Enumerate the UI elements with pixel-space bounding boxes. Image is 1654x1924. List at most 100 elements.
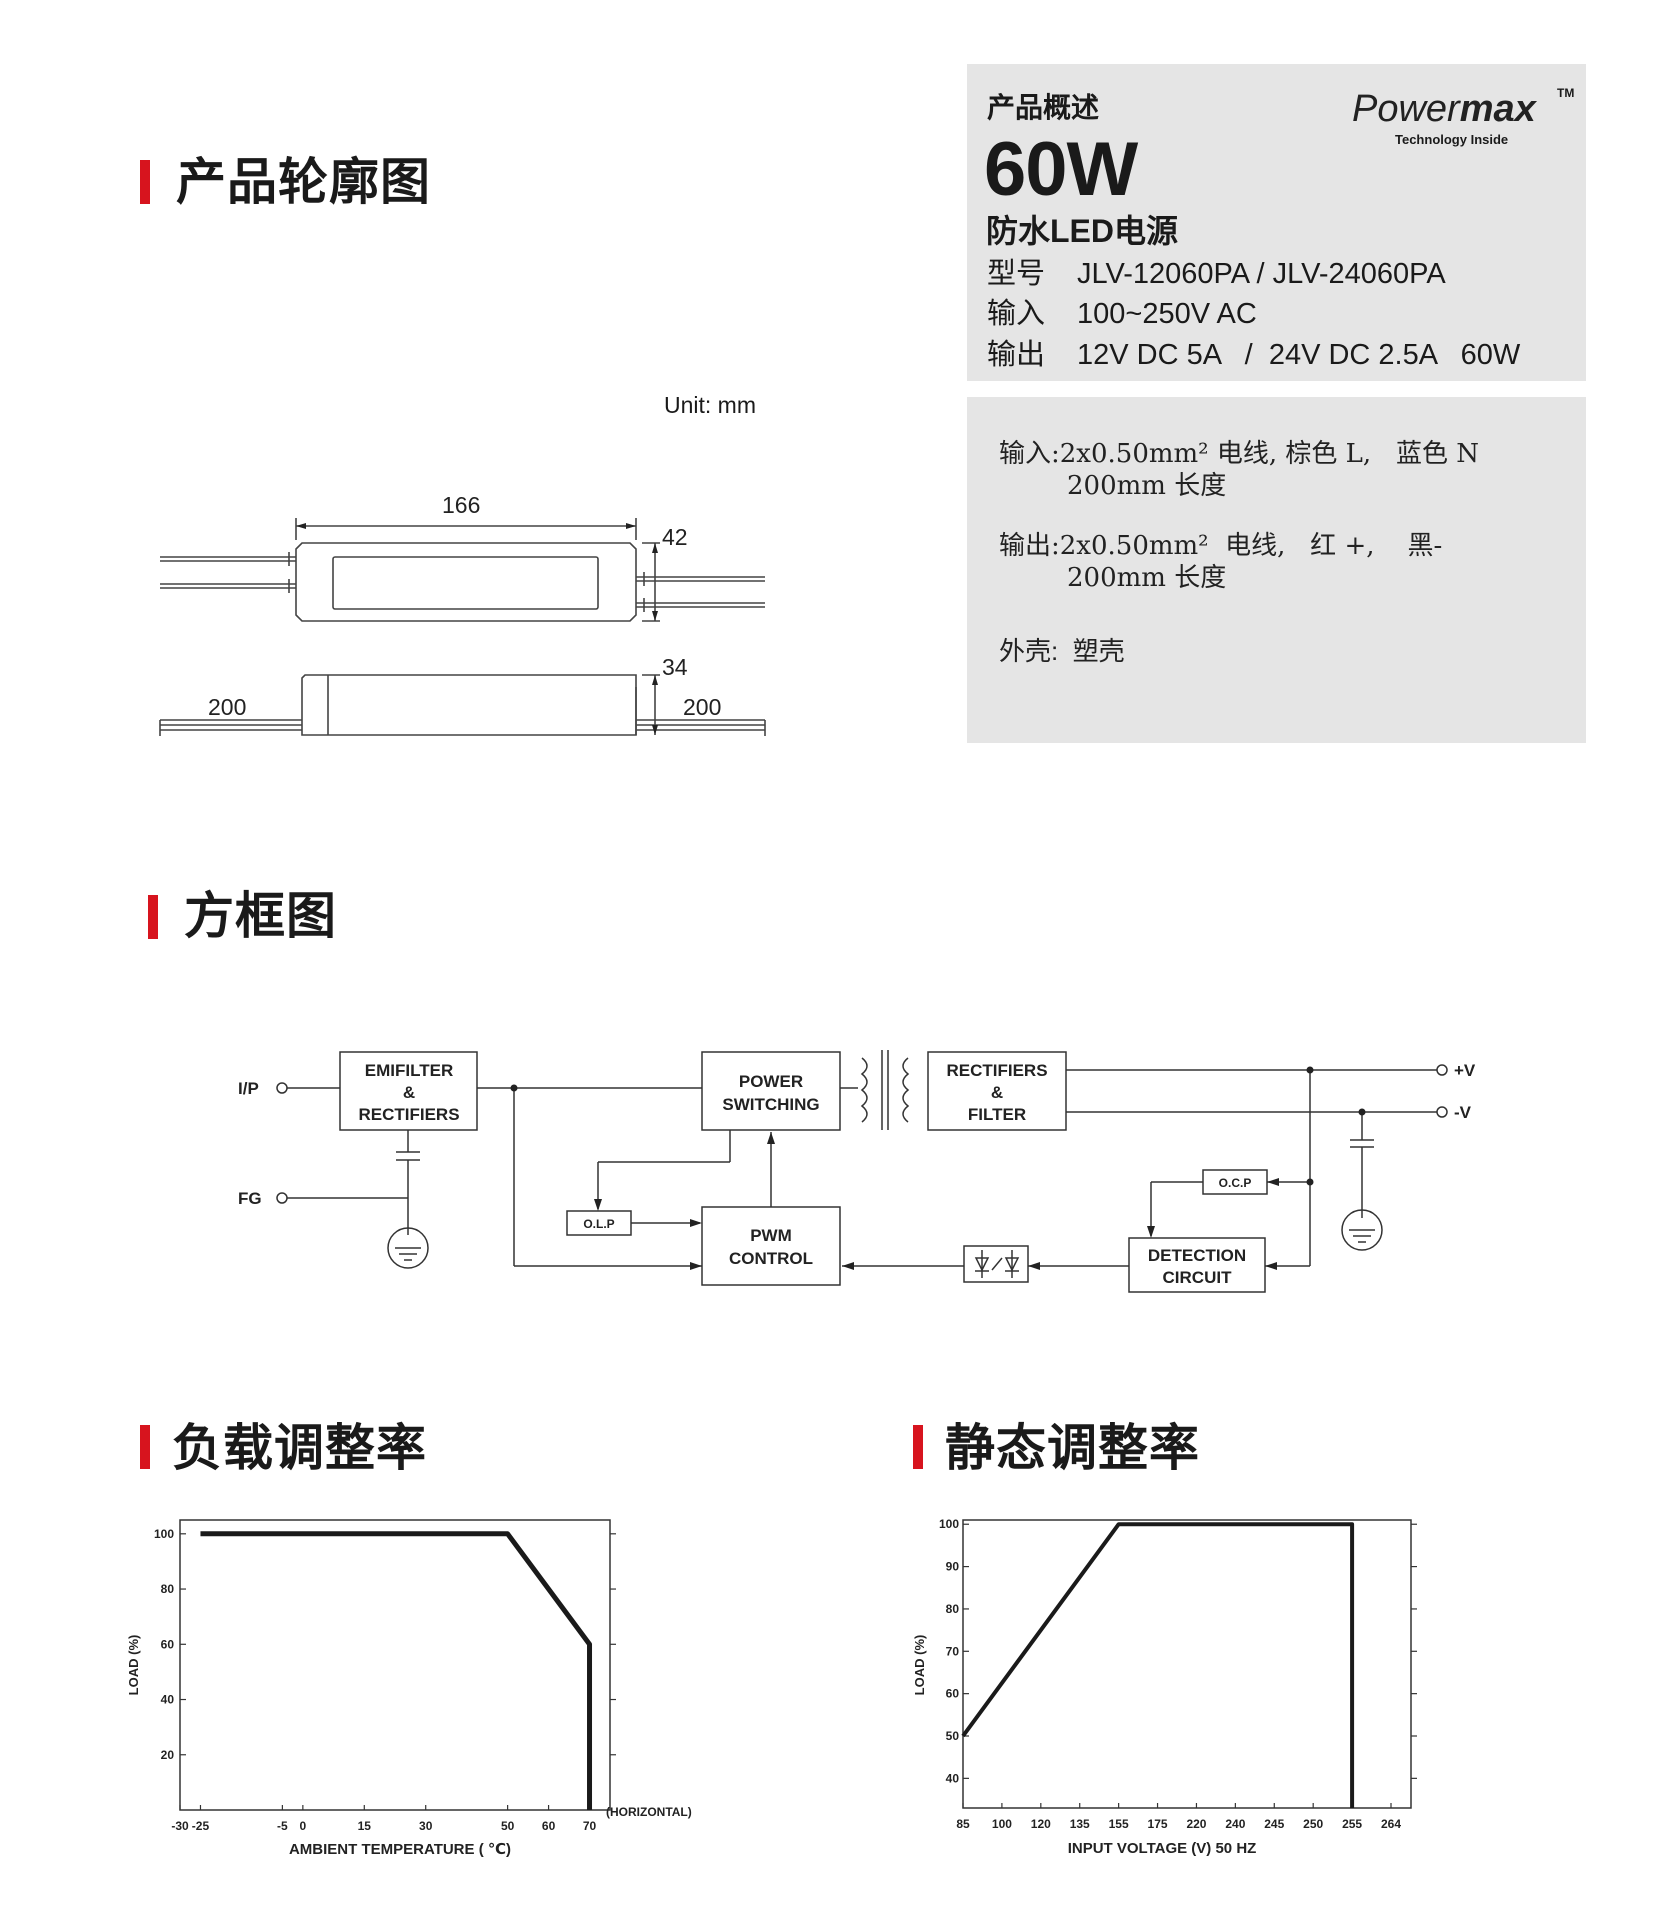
spec-input-line1: 输入:2x0.50mm² 电线, 棕色 L, 蓝色 N — [999, 439, 1479, 469]
x-tick-label: 255 — [1342, 1817, 1362, 1831]
pwm-label-2: CONTROL — [729, 1249, 813, 1268]
model-label: 型号 — [987, 258, 1046, 290]
rect-label-1: RECTIFIERS — [946, 1061, 1047, 1080]
brand-trademark: TM — [1557, 86, 1575, 100]
x-tick-label: 100 — [992, 1817, 1012, 1831]
det-label-2: CIRCUIT — [1163, 1268, 1233, 1287]
y-tick-label: 90 — [946, 1560, 960, 1574]
x-tick-label: -5 — [277, 1819, 288, 1833]
overview-heading: 产品概述 — [987, 92, 1100, 123]
section-title-load: 负载调整率 — [172, 1420, 427, 1476]
y-tick-label: 60 — [946, 1687, 960, 1701]
load-derating-chart: -30-25 -5 0 15 30 50 60 70 100 80 60 40 20 AMBIENT T… — [126, 1519, 692, 1858]
y-tick-label: 60 — [161, 1637, 175, 1651]
y-tick-label: 50 — [946, 1729, 960, 1743]
brand-logo-a: Power — [1352, 88, 1460, 130]
section-marker — [913, 1425, 923, 1469]
section-marker — [140, 1425, 150, 1469]
x-tick-label: 135 — [1070, 1817, 1090, 1831]
y-tick-label: 100 — [154, 1527, 174, 1541]
x-tick-label: 240 — [1225, 1817, 1245, 1831]
spec-input-line2: 200mm 长度 — [1067, 471, 1227, 501]
y-tick-label: 80 — [946, 1602, 960, 1616]
static-regulation-chart: 85 100 120 135 155 175 220 240 245 250 255 264 100 90… — [912, 1517, 1417, 1857]
outline-drawing: 166 42 34 200 200 — [159, 492, 766, 736]
x-tick-label: 85 — [956, 1817, 970, 1831]
dim-length: 166 — [442, 492, 480, 518]
x-tick-label: 220 — [1186, 1817, 1206, 1831]
x-tick-label: 264 — [1381, 1817, 1401, 1831]
emi-label-1: EMIFILTER — [365, 1061, 453, 1080]
y-tick-label: 40 — [946, 1771, 960, 1785]
ip-label: I/P — [238, 1079, 259, 1098]
y-tick-label: 40 — [161, 1693, 175, 1707]
x-tick-label: 30 — [419, 1819, 433, 1833]
olp-label: O.L.P — [583, 1217, 614, 1231]
model-value: JLV-12060PA / JLV-24060PA — [1077, 258, 1446, 290]
x-tick-label: 175 — [1148, 1817, 1168, 1831]
specs-panel: 输入:2x0.50mm² 电线, 棕色 L, 蓝色 N 200mm 长度 输出:… — [967, 397, 1586, 743]
spec-shell: 外壳: 塑壳 — [999, 636, 1125, 666]
x-tick-label: 70 — [583, 1819, 597, 1833]
x-axis-label: INPUT VOLTAGE (V) 50 HZ — [1068, 1840, 1257, 1857]
vplus-label: +V — [1454, 1061, 1476, 1080]
dim-height: 34 — [662, 654, 688, 680]
output-row: 输出 12V DC 5A / 24V DC 2.5A 60W — [987, 331, 1520, 373]
input-value: 100~250V AC — [1077, 298, 1257, 330]
x-tick-label: -25 — [192, 1819, 210, 1833]
chart-frame — [962, 1519, 1412, 1809]
block-diagram: EMIFILTER & RECTIFIERS POWER SWITCHING R… — [238, 1050, 1476, 1293]
y-tick-label: 70 — [946, 1644, 960, 1658]
x-tick-label: 155 — [1109, 1817, 1129, 1831]
input-label: 输入 — [987, 298, 1046, 330]
output-value: 12V DC 5A / 24V DC 2.5A 60W — [1077, 339, 1521, 371]
brand-tagline: Technology Inside — [1395, 132, 1509, 147]
product-overview-panel: 产品概述 60W 防水LED电源 型号 JLV-12060PA / JLV-240… — [967, 64, 1586, 381]
section-marker — [140, 160, 150, 204]
dim-width: 42 — [662, 524, 688, 550]
ocp-label: O.C.P — [1219, 1176, 1252, 1190]
section-marker — [148, 895, 158, 939]
x-tick-label: -30 — [171, 1819, 189, 1833]
wattage: 60W — [984, 127, 1138, 212]
x-tick-label: 120 — [1031, 1817, 1051, 1831]
emi-label-3: RECTIFIERS — [358, 1105, 459, 1124]
brand-logo: Powermax — [1352, 88, 1536, 131]
x-tick-label: 245 — [1264, 1817, 1284, 1831]
output-label: 输出 — [987, 339, 1046, 371]
x-tick-label: 60 — [542, 1819, 556, 1833]
dim-wire-left: 200 — [208, 694, 246, 720]
emi-label-2: & — [403, 1083, 415, 1102]
x-axis-label: AMBIENT TEMPERATURE ( ℃) — [289, 1841, 511, 1858]
brand-logo-b: max — [1459, 88, 1536, 130]
x-tick-label: 15 — [358, 1819, 372, 1833]
y-tick-label: 80 — [161, 1582, 175, 1596]
chart-frame — [179, 1519, 611, 1811]
fg-label: FG — [238, 1189, 262, 1208]
section-title-outline: 产品轮廓图 — [176, 154, 431, 210]
x-tick-label: 0 — [300, 1819, 307, 1833]
y-axis-label: LOAD (%) — [912, 1635, 927, 1696]
regulation-curve — [961, 1522, 1355, 1808]
det-label-1: DETECTION — [1148, 1246, 1246, 1265]
x-tick-label: 50 — [501, 1819, 515, 1833]
section-title-static: 静态调整率 — [945, 1420, 1200, 1476]
spec-output-line1: 输出:2x0.50mm² 电线, 红 +, 黑- — [999, 531, 1443, 561]
section-title-block: 方框图 — [184, 888, 337, 944]
y-tick-label: 20 — [161, 1748, 175, 1762]
power-label-2: SWITCHING — [722, 1095, 819, 1114]
y-axis-label: LOAD (%) — [126, 1635, 141, 1696]
product-name: 防水LED电源 — [986, 213, 1179, 249]
rect-label-2: & — [991, 1083, 1003, 1102]
y-tick-label: 100 — [939, 1517, 959, 1531]
power-label-1: POWER — [739, 1072, 803, 1091]
vminus-label: -V — [1454, 1103, 1472, 1122]
model-row: 型号 JLV-12060PA / JLV-24060PA — [987, 250, 1446, 292]
x-tick-label: 250 — [1303, 1817, 1323, 1831]
derating-curve — [200, 1531, 593, 1810]
unit-label: Unit: mm — [664, 392, 756, 418]
spec-output-line2: 200mm 长度 — [1067, 563, 1227, 593]
dim-wire-right: 200 — [683, 694, 721, 720]
pwm-label-1: PWM — [750, 1226, 792, 1245]
rect-label-3: FILTER — [968, 1105, 1026, 1124]
